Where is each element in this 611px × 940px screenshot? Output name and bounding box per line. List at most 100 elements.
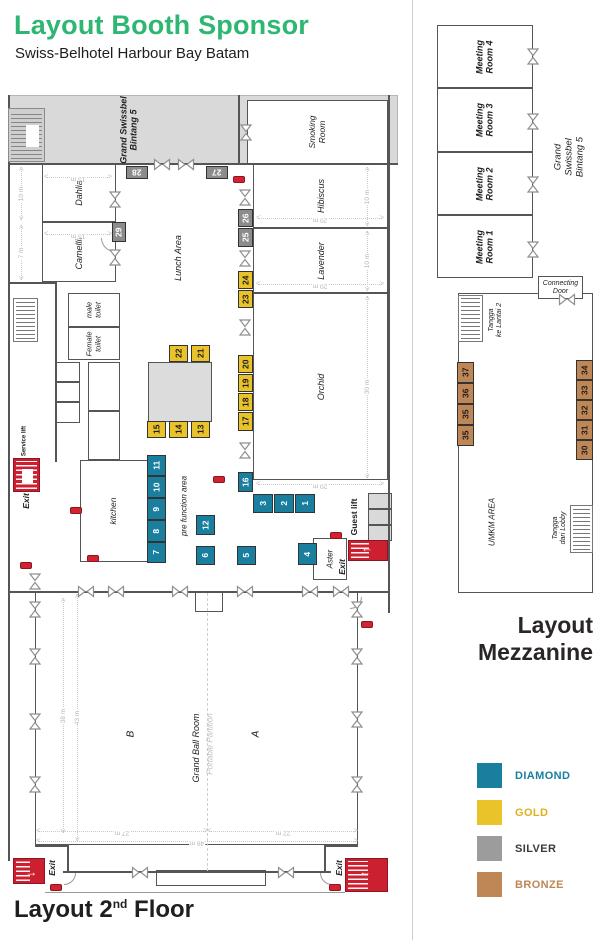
room-meeting-room-3: Meeting Room 3: [437, 88, 533, 152]
booth-30: 30: [576, 440, 593, 460]
legend-item-gold: GOLD: [477, 800, 548, 825]
dimension: <>22 m: [207, 827, 358, 837]
booth-number: 35: [460, 409, 471, 420]
booth-2: 2: [274, 494, 294, 513]
page-subtitle: Swiss-Belhotel Harbour Bay Batam: [15, 45, 250, 62]
booth-31: 31: [576, 420, 593, 440]
door-icon: [131, 865, 149, 879]
stairs-from-lobby: [570, 505, 593, 553]
booth-16: 16: [238, 472, 253, 492]
room-lavender: Lavender: [253, 228, 388, 293]
door-icon: [177, 157, 195, 171]
dimension: <>43 m: [72, 594, 81, 842]
arrowhead: >: [353, 836, 358, 845]
booth-5: 5: [237, 546, 256, 565]
fire-extinguisher-icon: [213, 476, 225, 483]
door-icon: [526, 240, 540, 258]
dimension: <>15 m: [44, 230, 112, 240]
wall-segment: [324, 845, 326, 872]
wall-segment: [8, 591, 388, 593]
dimension: <>10 m: [362, 231, 371, 292]
floor2-caption-sup: nd: [112, 897, 128, 911]
room-meeting-room-4: Meeting Room 4: [437, 25, 533, 88]
wall-segment: [55, 282, 57, 462]
booth-8: 8: [147, 520, 166, 542]
booth-18: 18: [238, 393, 253, 411]
stair-treads: [461, 298, 480, 339]
stair-landing: [22, 469, 33, 483]
stair-treads: [348, 861, 368, 889]
arrowhead: >: [353, 826, 358, 835]
door-icon: [526, 175, 540, 193]
room-female-toilet: Female toilet: [68, 327, 120, 360]
door-icon: [332, 584, 350, 598]
dimension: <>10 m: [16, 167, 25, 221]
door-icon: [350, 647, 364, 665]
room-label-connecting-door-box: Connecting Door: [542, 279, 579, 295]
legend-item-bronze: BRONZE: [477, 872, 564, 897]
booth-number: 33: [579, 385, 590, 395]
escalator-east: →: [348, 540, 388, 561]
fire-extinguisher-icon: [70, 507, 82, 514]
door-icon: [350, 600, 364, 618]
room-buffet-block: [148, 362, 212, 422]
booth-32: 32: [576, 400, 593, 420]
arrowhead: <: [44, 172, 49, 181]
door-icon: [107, 584, 125, 598]
arrowhead: <: [36, 836, 41, 845]
booth-9: 9: [147, 498, 166, 520]
room-hibiscus: Hibiscus: [253, 164, 388, 228]
stair-treads: [573, 508, 590, 550]
floor2-caption: Layout 2nd Floor: [14, 896, 194, 924]
booth-19: 19: [238, 374, 253, 392]
stairs-to-floor2: [458, 295, 483, 342]
arrowhead: <: [36, 826, 41, 835]
booth-10: 10: [147, 476, 166, 498]
legend-swatch-diamond: [477, 763, 502, 788]
booth-20: 20: [238, 355, 253, 373]
wall-segment: [67, 845, 69, 872]
room-connecting-door-box: Connecting Door: [538, 276, 583, 299]
arrowhead: >: [379, 479, 384, 488]
arrowhead: >: [203, 826, 208, 835]
legend-label-gold: GOLD: [515, 806, 549, 819]
umkm-area-label: UMKM AREA: [487, 497, 497, 547]
dimension: <>49 m: [36, 837, 358, 847]
legend-item-diamond: DIAMOND: [477, 763, 570, 788]
arrowhead: <: [256, 213, 261, 222]
arrowhead: <: [44, 229, 49, 238]
legend-label-diamond: DIAMOND: [515, 769, 571, 782]
room-aster: Aster: [313, 538, 347, 580]
room-vestibule: [195, 592, 223, 612]
booth-35: 35: [457, 425, 474, 446]
room-back-room-2: [88, 411, 120, 460]
door-icon: [238, 188, 252, 206]
room-smoking-room: Smoking Room: [247, 100, 388, 164]
booth-number: 35: [460, 430, 471, 441]
booth-17: 17: [238, 412, 253, 431]
room-meeting-room-1: Meeting Room 1: [437, 215, 533, 278]
booth-34: 34: [576, 360, 593, 380]
booth-1: 1: [295, 494, 315, 513]
booth-22: 22: [169, 345, 188, 362]
door-icon: [28, 647, 42, 665]
room-meeting-room-2: Meeting Room 2: [437, 152, 533, 215]
booth-36: 36: [457, 383, 474, 404]
wall-segment: [8, 163, 398, 165]
wing-label: Grand Swissbel Bintang 5: [552, 136, 586, 178]
room-label-meeting-room-1: Meeting Room 1: [474, 229, 495, 264]
door-icon: [350, 710, 364, 728]
stairs-west: [13, 298, 38, 342]
dimension: <>27 m: [36, 827, 208, 837]
legend-label-silver: SILVER: [515, 842, 557, 855]
dimension: <>7 m: [16, 225, 25, 281]
door-icon: [238, 441, 252, 459]
booth-37: 37: [457, 362, 474, 383]
page-title: Layout Booth Sponsor: [14, 10, 309, 40]
arrowhead: <: [256, 279, 261, 288]
booth-33: 33: [576, 380, 593, 400]
door-icon: [526, 112, 540, 130]
legend-swatch-silver: [477, 836, 502, 861]
booth-24: 24: [238, 271, 253, 289]
